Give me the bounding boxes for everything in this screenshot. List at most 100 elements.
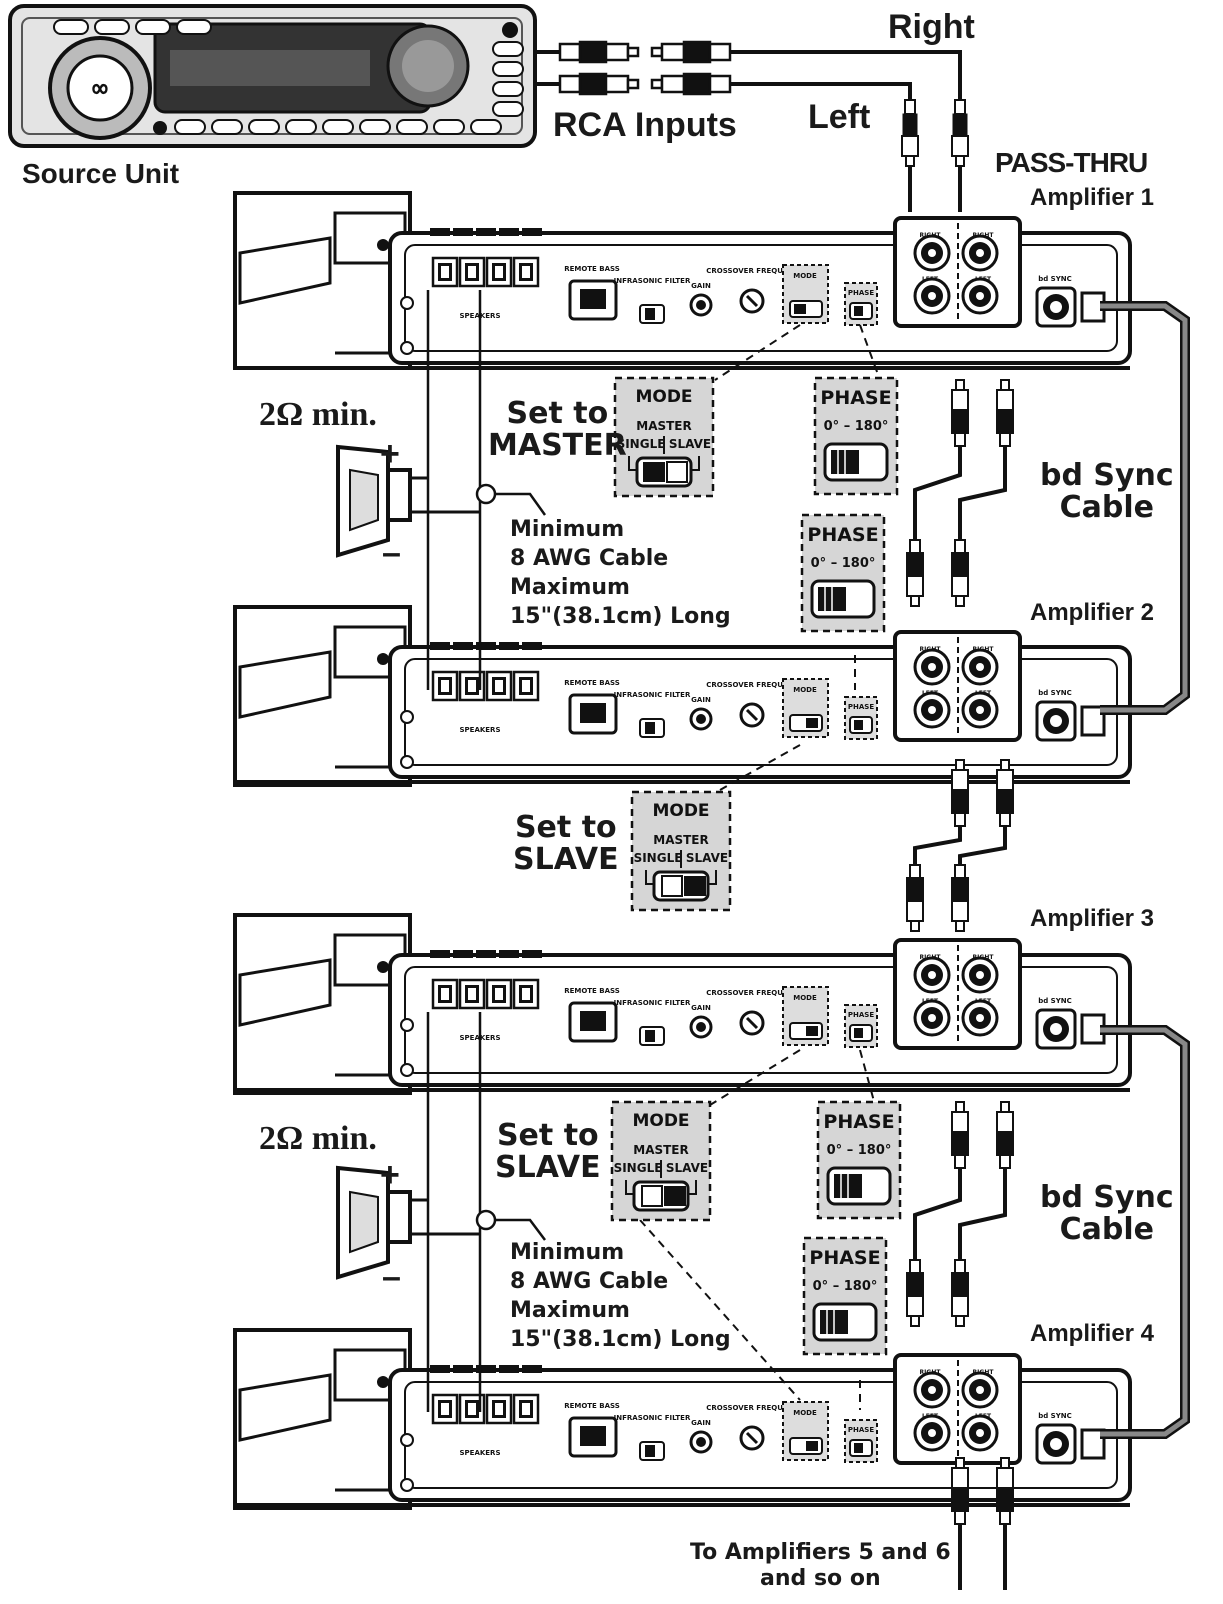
pass-thru-cables: [905, 378, 1015, 1590]
amplifier-1-label: Amplifier 1: [1030, 184, 1155, 211]
mode-switch-label: MODE: [793, 1409, 817, 1417]
gain-knob-center: [696, 1022, 706, 1032]
phase-callout-range: 0° – 180°: [811, 556, 876, 571]
speaker-1: [336, 444, 480, 558]
gain-knob-center: [696, 1437, 706, 1447]
amp-heatsink-fin: [238, 958, 332, 1027]
mode-switch-knob: [806, 1026, 818, 1036]
amp-panel-screw: [400, 1478, 414, 1492]
amp-top-tab: [476, 228, 496, 236]
amp-top-tab: [499, 642, 519, 650]
mode-callout-knob-slot: [641, 1185, 663, 1207]
amp-heatsink-fin: [238, 650, 332, 719]
amp-top-tab: [453, 642, 473, 650]
crossover-pointer: [745, 1016, 759, 1030]
amp-top-tab: [430, 642, 450, 650]
remote-bass-port-inner: [580, 289, 606, 309]
amp-heatsink-fin: [238, 236, 332, 305]
speaker-1-impedance: 2Ω min.: [259, 396, 377, 433]
speaker-terminal: [512, 1393, 540, 1425]
phase-callout-amp1: PHASE 0° – 180°: [813, 376, 899, 496]
mode-callout-knob-slot: [666, 461, 688, 483]
mode-callout-title: MODE: [652, 801, 709, 821]
callout-lines: [639, 324, 881, 1410]
mode-callout-master: MASTER: [653, 833, 709, 847]
amp-top-tab: [453, 1365, 473, 1373]
phase-callout-range: 0° – 180°: [824, 419, 889, 434]
bd-sync-plug: [1080, 705, 1106, 737]
rca-inputs-label: RCA Inputs: [553, 106, 737, 144]
infrasonic-label: INFRASONIC FILTER: [614, 691, 691, 699]
rca-jack: [913, 999, 951, 1037]
phase-callout-title: PHASE: [807, 524, 878, 546]
rca-jack: [913, 277, 951, 315]
remote-bass-label: REMOTE BASS: [564, 679, 620, 687]
infrasonic-switch-knob: [645, 308, 655, 320]
mode-callout-single: SINGLE: [617, 437, 666, 451]
phase-switch-label: PHASE: [848, 703, 874, 711]
mode-callout-master: MASTER: [636, 419, 692, 433]
amp-top-tab: [430, 228, 450, 236]
set-to-master-label: Set to MASTER: [488, 396, 627, 463]
speaker-terminal: [431, 1393, 459, 1425]
rca-jack: [961, 1371, 999, 1409]
amp-panel-screw: [400, 1063, 414, 1077]
amp-top-tab: [453, 228, 473, 236]
svg-text:∞: ∞: [92, 74, 108, 104]
infrasonic-switch-knob: [645, 1030, 655, 1042]
bd-sync-port-pin: [1050, 1023, 1062, 1035]
phase-switch-knob: [854, 720, 863, 730]
crossover-label: CROSSOVER FREQUENCY: [706, 1404, 804, 1412]
mode-callout-knob: [643, 462, 665, 482]
pass-thru-label: PASS-THRU: [995, 147, 1148, 178]
crossover-label: CROSSOVER FREQUENCY: [706, 989, 804, 997]
amp-panel-screw: [400, 341, 414, 355]
amp-screw: [377, 653, 389, 665]
mode-callout-single: SINGLE: [614, 1161, 663, 1175]
speaker-terminal: [485, 1393, 513, 1425]
rca-jack: [961, 277, 999, 315]
speaker-1-plus: +: [380, 435, 400, 473]
phase-callout-title: PHASE: [820, 387, 891, 409]
right-channel-label: Right: [888, 8, 975, 46]
gain-knob-center: [696, 300, 706, 310]
phase-switch-label: PHASE: [848, 1426, 874, 1434]
phase-switch-knob: [854, 306, 863, 316]
speaker-2-impedance: 2Ω min.: [259, 1120, 377, 1157]
phase-callout-title: PHASE: [823, 1111, 894, 1133]
speaker-terminal: [431, 256, 459, 288]
bd-sync-port-pin: [1050, 715, 1062, 727]
mode-callout-slave: SLAVE: [669, 437, 711, 451]
gain-label: GAIN: [691, 1419, 711, 1427]
remote-bass-label: REMOTE BASS: [564, 265, 620, 273]
speaker-terminal: [512, 670, 540, 702]
gain-label: GAIN: [691, 1004, 711, 1012]
rca-jack: [913, 691, 951, 729]
infrasonic-label: INFRASONIC FILTER: [614, 999, 691, 1007]
crossover-label: CROSSOVER FREQUENCY: [706, 681, 804, 689]
remote-bass-label: REMOTE BASS: [564, 1402, 620, 1410]
mode-callout-master: MASTER: [633, 1143, 689, 1157]
amp-top-tab: [499, 950, 519, 958]
phase-switch-knob: [854, 1443, 863, 1453]
speaker-terminal: [512, 256, 540, 288]
rca-jack: [913, 648, 951, 686]
rca-jack: [913, 234, 951, 272]
amp-screw: [377, 961, 389, 973]
phase-callout-range: 0° – 180°: [813, 1279, 878, 1294]
mode-switch-label: MODE: [793, 994, 817, 1002]
amp-panel-screw: [400, 1433, 414, 1447]
amp-top-tab: [522, 1365, 542, 1373]
bd-sync-label: bd SYNC: [1038, 1412, 1072, 1420]
mode-callout-single: SINGLE: [634, 851, 683, 865]
rca-jack: [913, 1414, 951, 1452]
set-to-slave-label-amp4: Set to SLAVE: [495, 1118, 601, 1185]
crossover-pointer: [745, 1431, 759, 1445]
bd-sync-cable-label-bottom: bd Sync Cable: [1040, 1180, 1174, 1247]
